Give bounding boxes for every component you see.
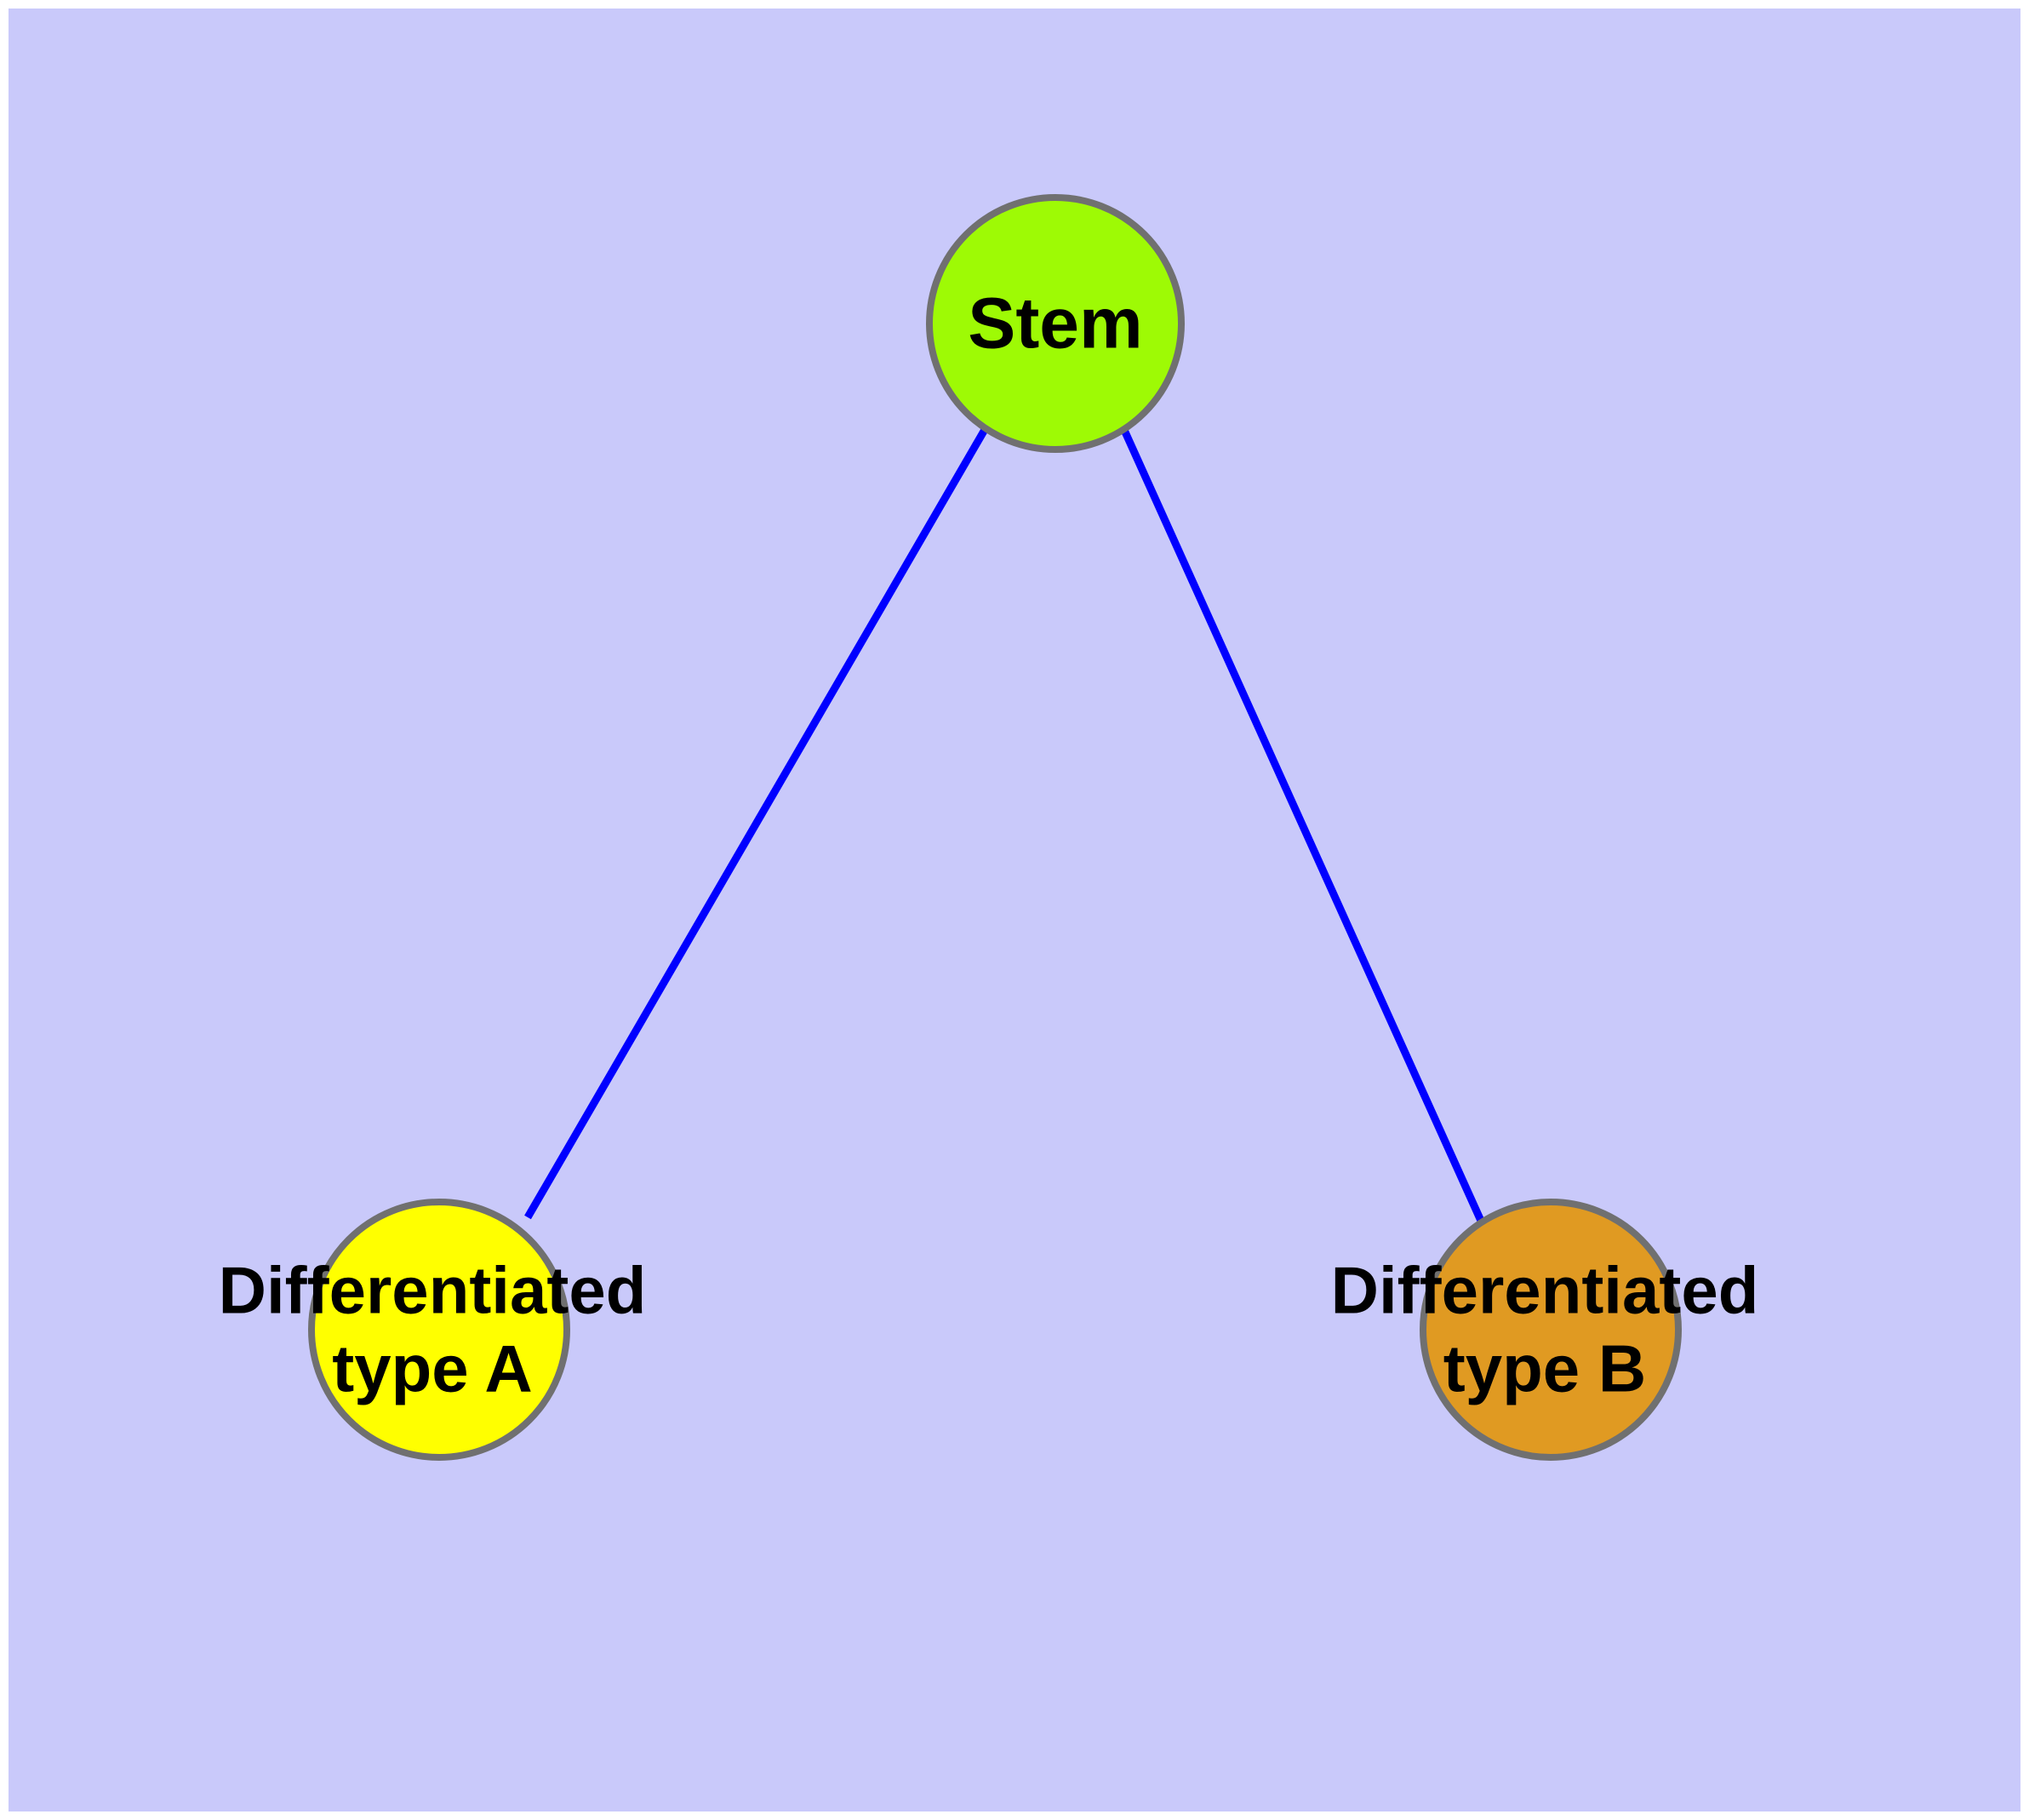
graph-node-stem[interactable] xyxy=(926,194,1185,453)
label-line: type A xyxy=(332,1331,533,1406)
graph-node-diff-a[interactable] xyxy=(308,1199,570,1461)
label-line: Differentiated xyxy=(219,1253,647,1328)
graph-node-label-stem: Stem xyxy=(968,283,1142,363)
graph-node-diff-b[interactable] xyxy=(1420,1199,1682,1461)
edges-layer xyxy=(524,426,1485,1222)
label-line: Differentiated xyxy=(1331,1253,1759,1328)
nodes-layer xyxy=(308,194,1682,1461)
label-line: type B xyxy=(1443,1331,1646,1406)
label-line: Stem xyxy=(968,283,1142,363)
graph-edge[interactable] xyxy=(524,426,989,1220)
graph-edge[interactable] xyxy=(1119,426,1485,1222)
